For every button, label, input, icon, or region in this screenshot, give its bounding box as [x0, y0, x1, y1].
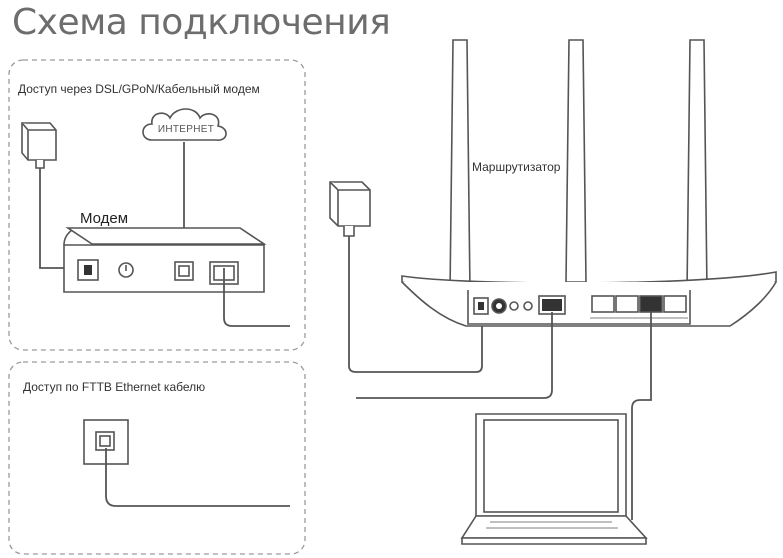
- modem-ethernet-cable: [223, 268, 290, 327]
- fttb-access-label: Доступ по FTTB Ethernet кабелю: [23, 380, 206, 394]
- cloud-icon: [142, 108, 227, 141]
- fttb-cable: [105, 448, 290, 507]
- router-label: Маршрутизатор: [472, 160, 561, 174]
- page-title: Схема подключения: [12, 2, 391, 43]
- fttb-section-box: [8, 361, 306, 555]
- internet-cloud-label: ИНТЕРНЕТ: [157, 124, 215, 135]
- lan-cable: [631, 312, 652, 520]
- modem-icon: [63, 227, 267, 293]
- antenna-icon: [449, 39, 708, 293]
- laptop-icon: [460, 413, 648, 545]
- modem-power-adapter-icon: [21, 122, 57, 169]
- wan-cable: [356, 312, 553, 399]
- modem-label: Модем: [80, 210, 129, 227]
- router-power-adapter-icon: [329, 181, 371, 237]
- dsl-section-box: [8, 59, 306, 351]
- dsl-access-label: Доступ через DSL/GPoN/Кабельный модем: [18, 82, 260, 96]
- router-icon: [401, 271, 777, 327]
- router-power-cable: [348, 236, 483, 373]
